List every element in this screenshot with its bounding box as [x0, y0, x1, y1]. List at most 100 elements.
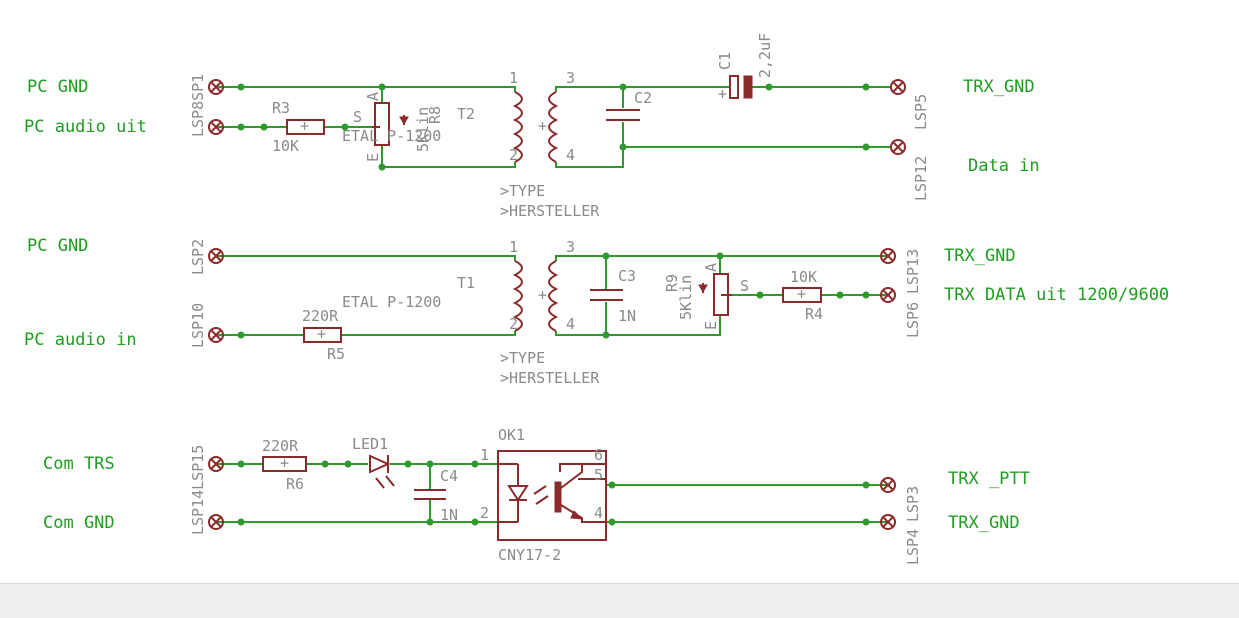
pads — [208, 79, 906, 530]
r4-ref: R4 — [805, 305, 823, 323]
junction — [237, 83, 245, 91]
pad-right-trx-ptt[interactable] — [880, 477, 896, 493]
wire-r8-bottom — [381, 145, 516, 168]
junction — [862, 143, 870, 151]
c1-plate-plus — [729, 75, 739, 99]
net-labels: PC GND PC audio uit PC GND PC audio in C… — [24, 77, 1169, 533]
t1-ref: T1 — [457, 274, 475, 292]
ok1-body — [497, 450, 607, 541]
t2-pin1: 1 — [509, 69, 518, 87]
pad-left-pc-gnd-1[interactable] — [208, 79, 224, 95]
r8-arrow-head — [399, 116, 409, 126]
section-t2: + R3 10K S A E R8 5Klin + 1 2 3 4 T2 ETA… — [216, 33, 890, 220]
pad-left-com-gnd[interactable] — [208, 514, 224, 530]
junction — [237, 331, 245, 339]
pad-right-trx-data[interactable] — [880, 287, 896, 303]
junction — [608, 518, 616, 526]
c1-value: 2,2uF — [756, 33, 774, 78]
t1-pin2: 2 — [509, 315, 518, 333]
pad-right-trx-gnd-1[interactable] — [890, 79, 906, 95]
t2-type: >TYPE — [500, 182, 545, 200]
wire-t1-sec-top — [555, 255, 890, 261]
pad-label-lsp13: LSP13 — [904, 249, 922, 294]
junction — [471, 518, 479, 526]
ok1-pin1: 1 — [480, 446, 489, 464]
r5-value: 220R — [302, 307, 339, 325]
ok1-transistor-leads — [560, 463, 606, 523]
r3-plus: + — [300, 117, 309, 135]
r6-body — [262, 456, 307, 472]
t2-plus: + — [538, 117, 547, 135]
junction — [237, 518, 245, 526]
junction — [344, 460, 352, 468]
r8-pin-e: E — [364, 153, 382, 162]
ok1-emitter-arrow — [570, 510, 584, 520]
pad-labels: LSP8SP1 LSP5 LSP12 LSP2 LSP10 LSP13 LSP6… — [189, 74, 930, 565]
r9-arrow-head — [698, 284, 708, 294]
t1-plus: + — [538, 286, 547, 304]
ok1-value: CNY17-2 — [498, 546, 561, 564]
c1-plate-minus — [743, 75, 753, 99]
t2-pin4: 4 — [566, 146, 575, 164]
net-label-trx-ptt: TRX _PTT — [948, 469, 1030, 489]
junction — [862, 481, 870, 489]
r9-ref: R9 — [663, 274, 681, 292]
ok1-ref: OK1 — [498, 426, 525, 444]
junction — [378, 83, 386, 91]
net-label-trx-data-uit: TRX DATA uit 1200/9600 — [944, 285, 1169, 305]
t1-secondary-coil — [548, 260, 559, 332]
r8-pin-a: A — [364, 92, 382, 101]
pad-left-pc-audio-in[interactable] — [208, 327, 224, 343]
c3-value: 1N — [618, 307, 636, 325]
pad-left-pc-audio-uit[interactable] — [208, 119, 224, 135]
section-ok1: + 220R R6 LED1 C4 1N OK1 CNY17-2 1 2 6 5… — [216, 426, 890, 564]
pad-right-trx-gnd-3[interactable] — [880, 514, 896, 530]
net-label-com-gnd: Com GND — [43, 513, 115, 533]
junction — [341, 123, 349, 131]
wire-pc-gnd-1 — [216, 86, 516, 92]
t1-primary-coil — [512, 260, 523, 332]
pad-right-trx-gnd-2[interactable] — [880, 248, 896, 264]
c4-value: 1N — [440, 506, 458, 524]
schematic-svg: + R3 10K S A E R8 5Klin + 1 2 3 4 T2 ETA… — [24, 33, 1169, 565]
junction — [237, 460, 245, 468]
t1-pin1: 1 — [509, 238, 518, 256]
t1-hersteller: >HERSTELLER — [500, 369, 600, 387]
r4-body — [782, 287, 822, 303]
r3-ref: R3 — [272, 99, 290, 117]
net-label-trx-gnd-3: TRX_GND — [948, 513, 1020, 533]
r5-body — [303, 327, 342, 343]
wire-r5-t1 — [341, 331, 516, 336]
pad-label-lsp6: LSP6 — [904, 302, 922, 338]
ok1-light-arrows — [533, 485, 549, 505]
pad-left-com-trs[interactable] — [208, 456, 224, 472]
junction — [756, 291, 764, 299]
net-label-trx-gnd-1: TRX_GND — [963, 77, 1035, 97]
junction — [602, 252, 610, 260]
pad-right-data-in[interactable] — [890, 139, 906, 155]
wire-t1-sec-bottom — [555, 315, 721, 336]
ok1-transistor-top — [559, 463, 582, 472]
junction — [602, 331, 610, 339]
t2-pin3: 3 — [566, 69, 575, 87]
wire-t2-sec-bottom — [555, 146, 890, 168]
t2-value: ETAL P-1200 — [342, 127, 441, 145]
ok1-pin4: 4 — [594, 504, 603, 522]
pad-left-pc-gnd-2[interactable] — [208, 248, 224, 264]
junction — [321, 460, 329, 468]
net-label-pc-audio-uit: PC audio uit — [24, 117, 147, 137]
junction — [237, 123, 245, 131]
c3-ref: C3 — [618, 267, 636, 285]
wire-t2-sec-top — [555, 86, 730, 92]
t2-hersteller: >HERSTELLER — [500, 202, 600, 220]
r5-ref: R5 — [327, 345, 345, 363]
c1-plus: + — [718, 85, 727, 103]
net-label-trx-gnd-2: TRX_GND — [944, 246, 1016, 266]
r9-pin-s: S — [740, 277, 749, 295]
pad-label-lsp5: LSP5 — [912, 94, 930, 130]
ok1-led-leads — [498, 463, 527, 523]
net-label-com-trs: Com TRS — [43, 454, 115, 474]
ok1-pin2: 2 — [480, 504, 489, 522]
junction — [862, 518, 870, 526]
t2-ref: T2 — [457, 105, 475, 123]
